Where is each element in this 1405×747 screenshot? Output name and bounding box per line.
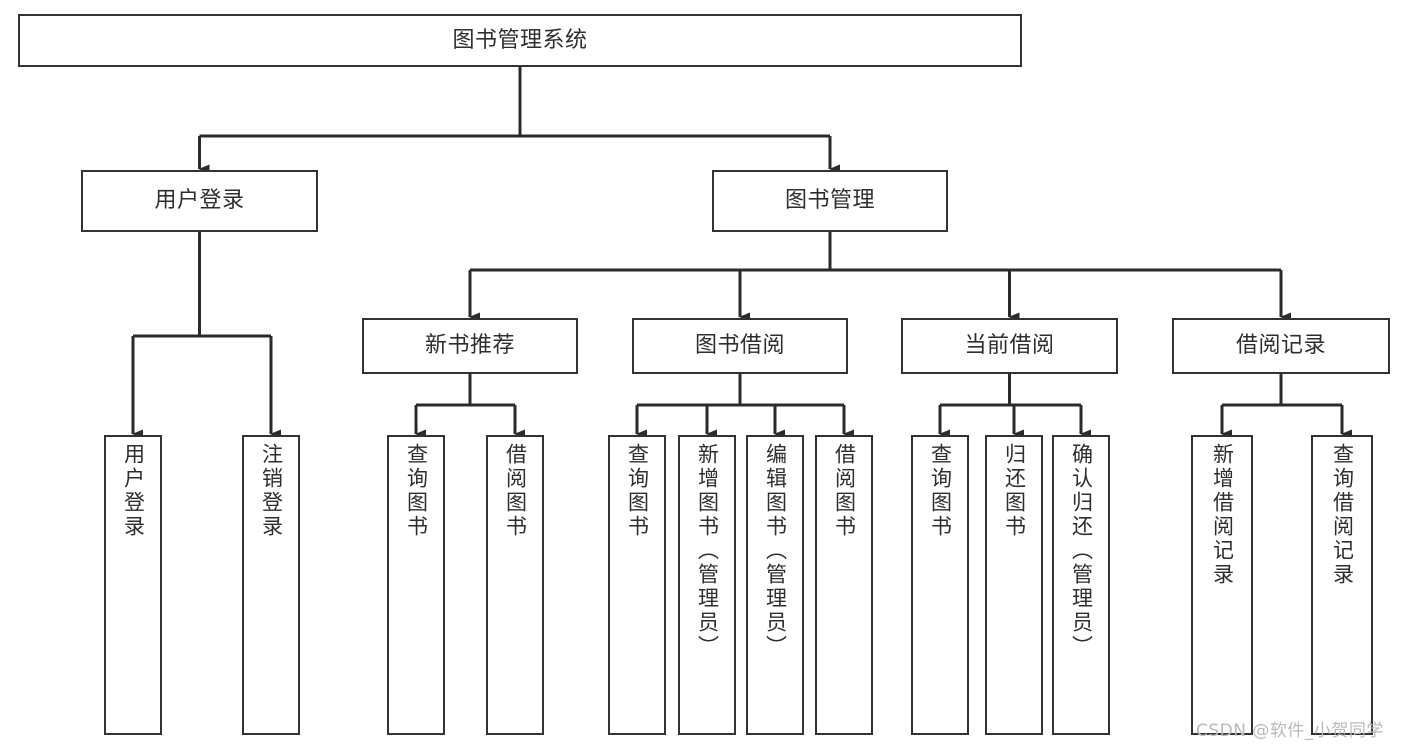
node-label: 查询借阅记录	[1330, 443, 1355, 587]
node-label: 注销登录	[259, 443, 284, 539]
node-label: 查询图书	[928, 443, 953, 539]
node-borrow[interactable]: 图书借阅	[632, 318, 848, 374]
node-leaf-new-borrow[interactable]: 借阅图书	[486, 435, 544, 735]
node-label: 借阅图书	[503, 443, 528, 539]
node-leaf-c-return[interactable]: 归还图书	[985, 435, 1043, 735]
node-leaf-b-borrow[interactable]: 借阅图书	[815, 435, 873, 735]
node-label: 图书借阅	[694, 333, 785, 359]
node-label: 编辑图书（管理员）	[763, 443, 788, 659]
node-leaf-b-add[interactable]: 新增图书（管理员）	[678, 435, 736, 735]
node-label: 当前借阅	[964, 333, 1055, 359]
node-leaf-c-confirm[interactable]: 确认归还（管理员）	[1052, 435, 1110, 735]
node-newbook[interactable]: 新书推荐	[362, 318, 578, 374]
node-bookmgmt[interactable]: 图书管理	[712, 170, 948, 232]
node-login[interactable]: 用户登录	[81, 170, 318, 232]
node-label: 查询图书	[625, 443, 650, 539]
node-leaf-new-query[interactable]: 查询图书	[387, 435, 445, 735]
node-leaf-b-query[interactable]: 查询图书	[608, 435, 666, 735]
node-label: 新书推荐	[424, 333, 515, 359]
node-current[interactable]: 当前借阅	[901, 318, 1118, 374]
node-root[interactable]: 图书管理系统	[18, 14, 1022, 67]
csdn-watermark: CSDN @软件_小贺同学	[1196, 721, 1384, 741]
node-leaf-b-edit[interactable]: 编辑图书（管理员）	[746, 435, 804, 735]
node-label: 查询图书	[404, 443, 429, 539]
node-leaf-user-logout[interactable]: 注销登录	[242, 435, 300, 735]
node-label: 新增图书（管理员）	[695, 443, 720, 659]
node-label: 图书管理系统	[452, 27, 588, 53]
node-label: 用户登录	[154, 188, 245, 214]
node-label: 图书管理	[784, 188, 875, 214]
node-leaf-r-query[interactable]: 查询借阅记录	[1311, 435, 1373, 735]
connector-lines	[131, 67, 1352, 439]
node-records[interactable]: 借阅记录	[1172, 318, 1390, 374]
node-label: 确认归还（管理员）	[1069, 443, 1094, 659]
node-label: 借阅记录	[1235, 333, 1326, 359]
node-label: 新增借阅记录	[1210, 443, 1235, 587]
node-leaf-user-login[interactable]: 用户登录	[104, 435, 162, 735]
node-label: 归还图书	[1002, 443, 1027, 539]
node-leaf-c-query[interactable]: 查询图书	[911, 435, 969, 735]
node-leaf-r-add[interactable]: 新增借阅记录	[1191, 435, 1253, 735]
node-label: 借阅图书	[832, 443, 857, 539]
node-label: 用户登录	[121, 443, 146, 539]
